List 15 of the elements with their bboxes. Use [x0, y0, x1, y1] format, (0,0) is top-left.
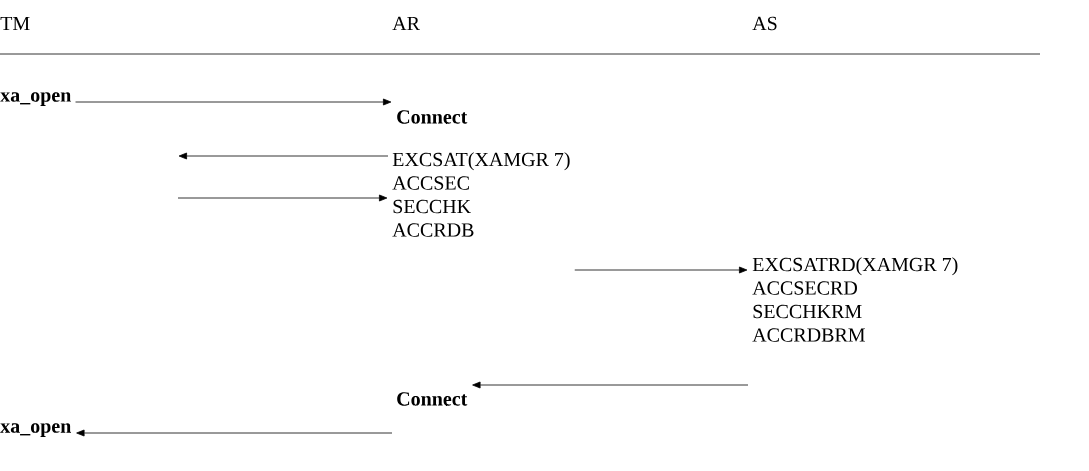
message-label: xa_open [0, 423, 71, 437]
column-header: AS [752, 16, 777, 31]
column-header: TM [0, 16, 30, 30]
column-header: AR [392, 16, 420, 30]
arrow [178, 152, 389, 160]
message-label: Connect [397, 392, 468, 406]
arrow [177, 194, 388, 202]
arrow [574, 266, 748, 274]
arrow [76, 429, 393, 437]
message-list: EXCSATRD(XAMGR 7) ACCSECRD SECCHKRM ACCRDBRM [752, 257, 958, 342]
arrow [75, 98, 392, 106]
message-label: xa_open [0, 92, 71, 106]
message-label: Connect [397, 110, 468, 124]
arrow [472, 381, 749, 389]
message-list: EXCSAT(XAMGR 7) ACCSEC SECCHK ACCRDB [392, 152, 570, 237]
